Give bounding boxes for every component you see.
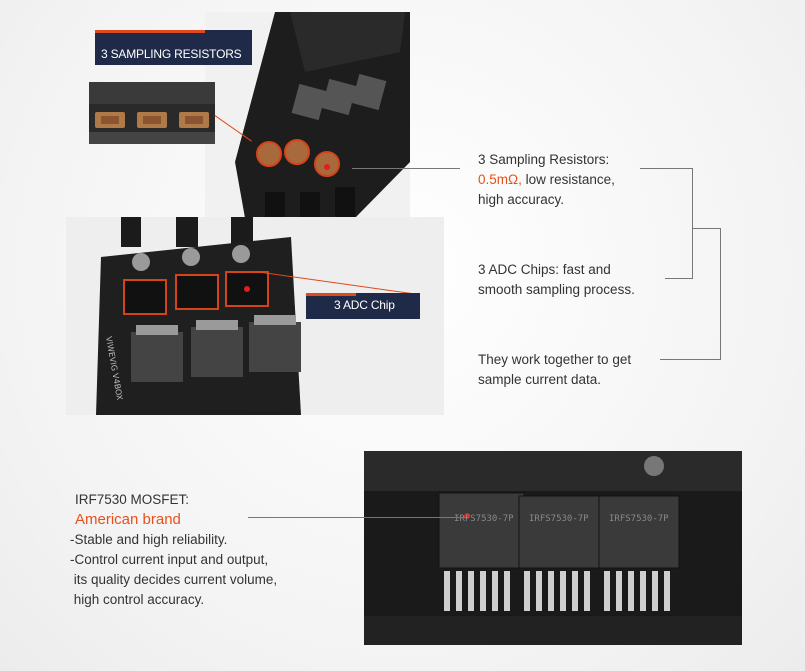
connector-line	[720, 228, 721, 360]
adc-callout: 3 ADC Chips: fast and smooth sampling pr…	[478, 260, 678, 300]
together-callout: They work together to get sample current…	[478, 350, 668, 390]
adc-tag-label: 3 ADC Chip	[334, 298, 395, 312]
mosfet-bullet: high control accuracy.	[70, 592, 205, 607]
mosfet-bullet: -Control current input and output,	[70, 552, 269, 567]
connector-line	[692, 228, 720, 229]
resistor-callout-line2: high accuracy.	[478, 192, 565, 207]
mosfet-marking: IRFS7530-7P	[454, 514, 514, 524]
mosfet-description: IRF7530 MOSFET: American brand -Stable a…	[70, 490, 330, 610]
adc-board-photo: VIWEVIG V4BOX	[66, 217, 444, 415]
mosfet-marking: IRFS7530-7P	[609, 514, 669, 524]
mosfet-bullet: its quality decides current volume,	[70, 572, 278, 587]
resistor-callout-title: 3 Sampling Resistors:	[478, 152, 610, 167]
mosfet-marking: IRFS7530-7P	[529, 514, 589, 524]
mosfet-photo: IRFS7530-7P IRFS7530-7P IRFS7530-7P	[364, 451, 742, 645]
tag-accent-bar	[95, 30, 205, 33]
connector-line	[352, 168, 460, 169]
connector-line	[665, 278, 693, 279]
mosfet-title: IRF7530 MOSFET:	[75, 492, 190, 507]
resistor-zoom-inset	[89, 82, 215, 144]
mosfet-connector	[248, 517, 466, 518]
together-callout-line1: They work together to get	[478, 352, 632, 367]
tag-accent-bar	[306, 293, 356, 296]
connector-line	[640, 168, 692, 169]
resistor-tag-label: 3 SAMPLING RESISTORS	[101, 47, 242, 61]
adc-tag: 3 ADC Chip	[306, 293, 420, 319]
mosfet-brand: American brand	[75, 511, 181, 528]
adc-callout-line2: smooth sampling process.	[478, 282, 635, 297]
resistor-callout-rest: low resistance,	[521, 172, 615, 187]
resistor-value: 0.5mΩ,	[478, 172, 522, 187]
resistor-callout: 3 Sampling Resistors: 0.5mΩ, low resista…	[478, 150, 668, 210]
connector-line	[660, 359, 721, 360]
resistor-tag: 3 SAMPLING RESISTORS	[95, 30, 252, 65]
adc-callout-line1: 3 ADC Chips: fast and	[478, 262, 611, 277]
mosfet-bullet: -Stable and high reliability.	[70, 532, 228, 547]
resistor-callout-line: 0.5mΩ, low resistance,	[478, 170, 668, 190]
together-callout-line2: sample current data.	[478, 372, 602, 387]
connector-line	[692, 168, 693, 278]
